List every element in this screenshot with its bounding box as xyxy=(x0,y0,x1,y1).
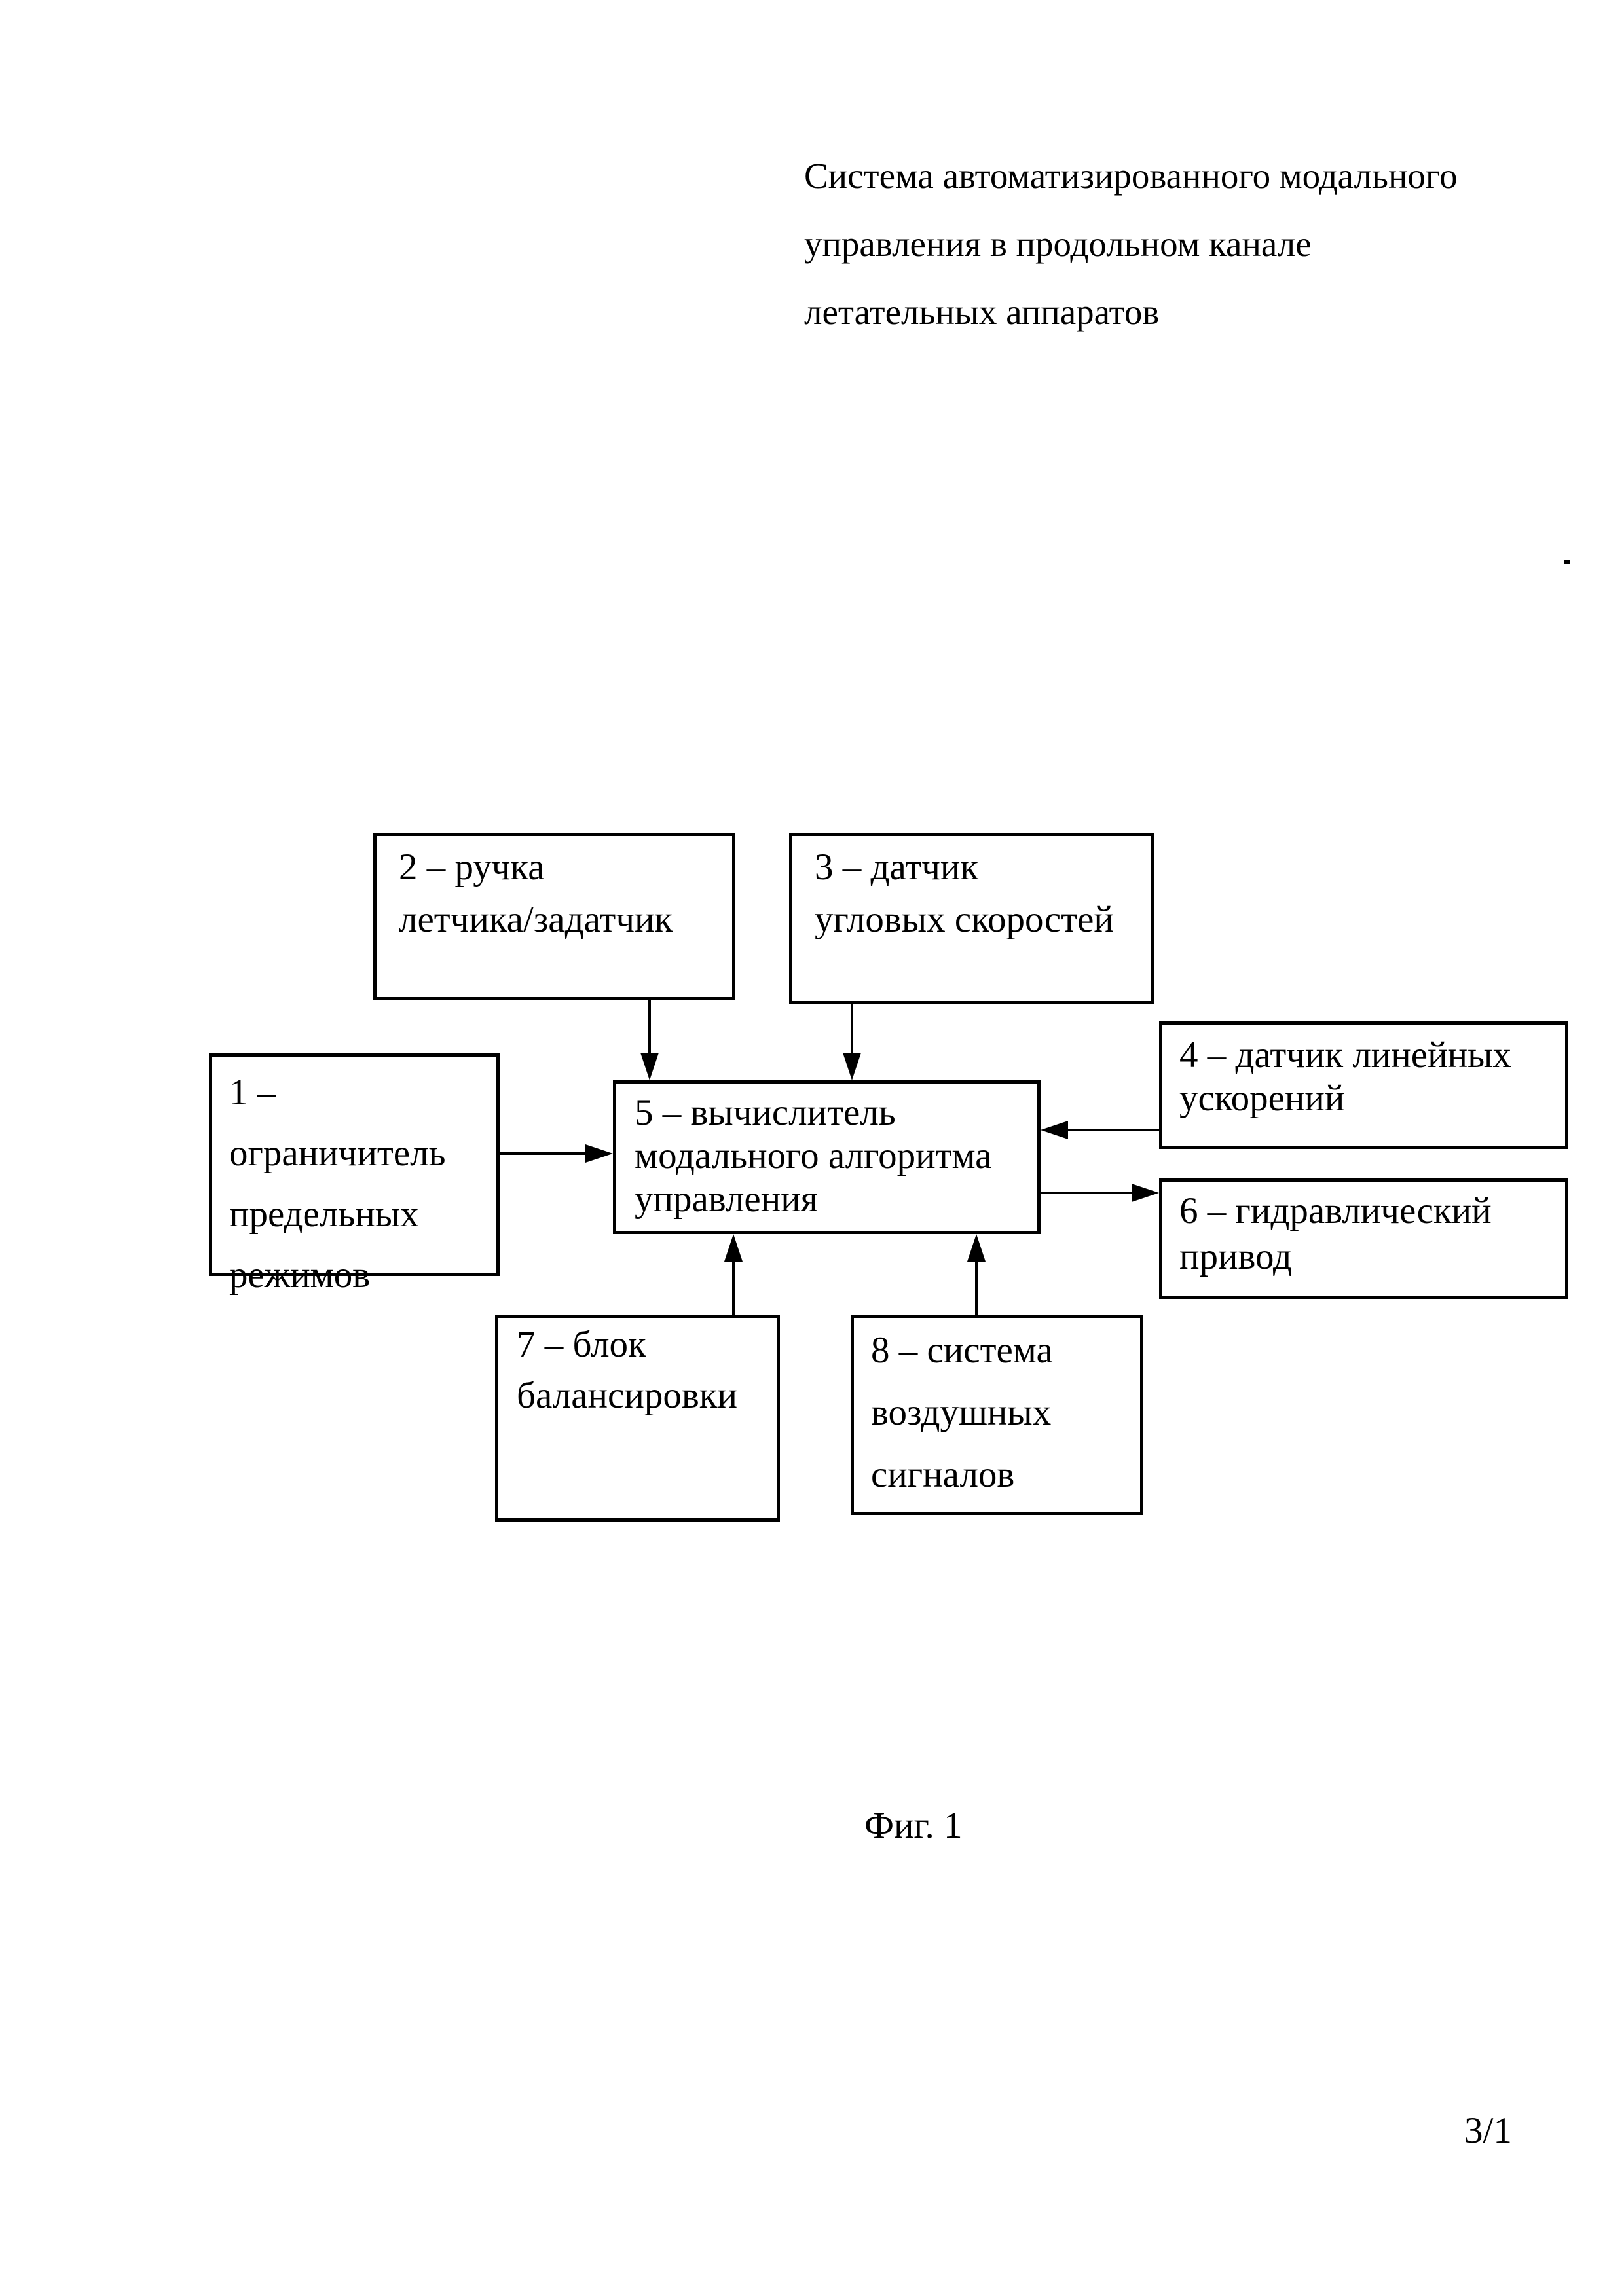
scan-speck xyxy=(1564,560,1570,564)
arrowhead-down-icon xyxy=(640,1053,659,1080)
box-label-line: угловых скоростей xyxy=(815,899,1114,940)
arrow-line xyxy=(648,1000,651,1054)
box-label-line: управления xyxy=(635,1178,818,1220)
block-6-hydraulic-actuator: 6 – гидравлический привод xyxy=(1159,1178,1568,1299)
figure-caption: Фиг. 1 xyxy=(864,1805,963,1846)
block-3-angular-rate-sensor: 3 – датчик угловых скоростей xyxy=(789,833,1154,1004)
box-label-line: 5 – вычислитель xyxy=(635,1092,896,1133)
arrow-line xyxy=(1041,1192,1133,1194)
box-label-line: 1 – xyxy=(229,1072,276,1113)
arrowhead-up-icon xyxy=(967,1234,986,1262)
block-8-air-data-system: 8 – система воздушных сигналов xyxy=(851,1315,1143,1515)
title-line: Система автоматизированного модального xyxy=(804,156,1458,196)
box-label-line: режимов xyxy=(229,1254,371,1296)
arrowhead-down-icon xyxy=(843,1053,861,1080)
box-label-line: 8 – система xyxy=(871,1330,1053,1371)
page-title: Система автоматизированного модального у… xyxy=(804,142,1557,346)
box-label-line: 3 – датчик xyxy=(815,847,979,888)
block-4-linear-acceleration-sensor: 4 – датчик линейных ускорений xyxy=(1159,1021,1568,1149)
box-label-line: предельных xyxy=(229,1194,419,1235)
block-2-pilot-stick: 2 – ручка летчика/задатчик xyxy=(373,833,735,1000)
arrowhead-right-icon xyxy=(1132,1184,1159,1202)
arrow-line xyxy=(851,1004,853,1054)
arrowhead-right-icon xyxy=(585,1144,613,1163)
box-label-line: 2 – ручка xyxy=(399,847,545,888)
box-label-line: 4 – датчик линейных xyxy=(1179,1034,1511,1076)
arrow-line xyxy=(500,1152,587,1155)
box-label-line: сигналов xyxy=(871,1454,1015,1495)
box-label-line: привод xyxy=(1179,1236,1292,1277)
box-label-line: модального алгоритма xyxy=(635,1135,992,1176)
block-7-balancing-unit: 7 – блок балансировки xyxy=(495,1315,780,1522)
box-label-line: ускорений xyxy=(1179,1078,1345,1119)
title-line: летательных аппаратов xyxy=(804,292,1160,332)
arrow-line xyxy=(1067,1129,1159,1131)
arrow-line xyxy=(732,1260,735,1315)
box-label-line: 6 – гидравлический xyxy=(1179,1190,1492,1231)
box-label-line: воздушных xyxy=(871,1392,1052,1433)
arrow-line xyxy=(975,1260,978,1315)
block-1-limiter: 1 – ограничитель предельных режимов xyxy=(209,1053,500,1296)
block-5-modal-algorithm-computer: 5 – вычислитель модального алгоритма упр… xyxy=(613,1080,1041,1234)
title-line: управления в продольном канале xyxy=(804,224,1312,264)
arrowhead-left-icon xyxy=(1041,1121,1068,1139)
box-label-line: ограничитель xyxy=(229,1133,446,1174)
page-number: 3/1 xyxy=(1464,2110,1512,2151)
box-label-line: летчика/задатчик xyxy=(399,899,673,940)
box-label-line: 7 – блок xyxy=(517,1324,646,1365)
box-label-line: балансировки xyxy=(517,1375,737,1416)
arrowhead-up-icon xyxy=(724,1234,743,1262)
